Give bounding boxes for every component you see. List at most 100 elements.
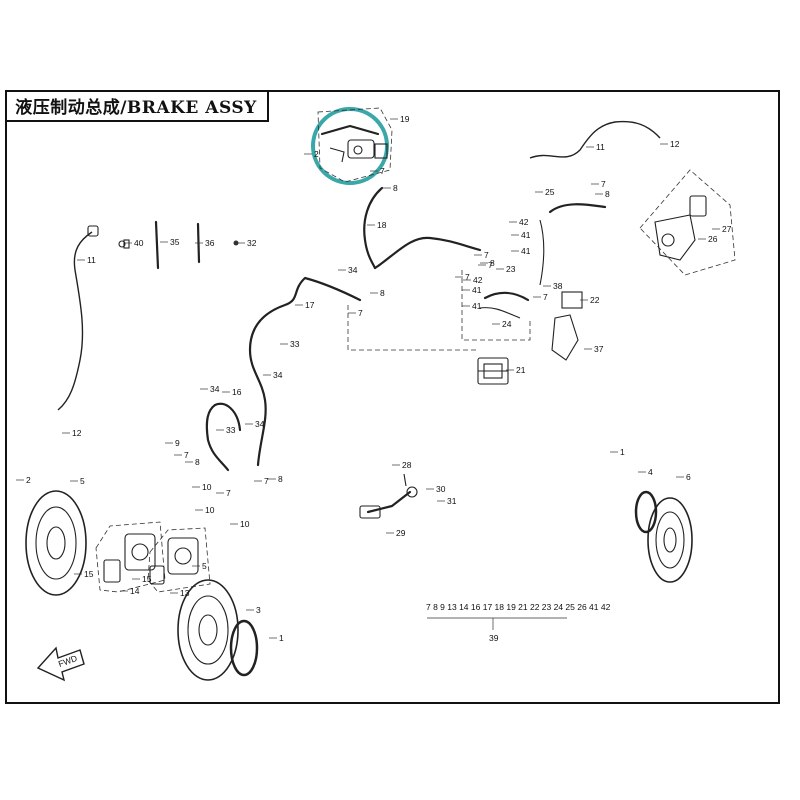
diagram-title: 液压制动总成/BRAKE ASSY bbox=[5, 90, 269, 122]
callout-7: 7 bbox=[264, 476, 269, 486]
callout-7: 7 bbox=[543, 292, 548, 302]
callout-30: 30 bbox=[436, 484, 446, 494]
callout-34: 34 bbox=[273, 370, 283, 380]
front-caliper-left[interactable] bbox=[95, 521, 166, 593]
callout-10: 10 bbox=[240, 519, 250, 529]
callout-7: 7 bbox=[358, 308, 363, 318]
callout-8: 8 bbox=[490, 258, 495, 268]
callout-41: 41 bbox=[521, 230, 531, 240]
callout-33: 33 bbox=[226, 425, 236, 435]
callout-7: 7 bbox=[601, 179, 606, 189]
kit-total-label: 39 bbox=[489, 633, 499, 643]
callout-31: 31 bbox=[447, 496, 457, 506]
callout-42: 42 bbox=[519, 217, 529, 227]
front-caliper-right[interactable] bbox=[147, 527, 211, 593]
abs-bracket[interactable] bbox=[551, 291, 583, 361]
callout-9: 9 bbox=[175, 438, 180, 448]
callout-7: 7 bbox=[465, 272, 470, 282]
brake-hose-18[interactable] bbox=[363, 186, 384, 270]
callout-23: 23 bbox=[506, 264, 516, 274]
callout-5: 5 bbox=[202, 561, 207, 571]
kit-bracket bbox=[427, 617, 567, 630]
callout-38: 38 bbox=[553, 281, 563, 291]
tone-ring-4[interactable] bbox=[634, 490, 658, 534]
callout-34: 34 bbox=[255, 419, 265, 429]
rear-caliper-assembly[interactable] bbox=[639, 169, 736, 276]
brake-hose-24[interactable] bbox=[479, 307, 521, 319]
callout-12: 12 bbox=[72, 428, 82, 438]
brake-hose-17[interactable] bbox=[248, 276, 362, 467]
callout-10: 10 bbox=[202, 482, 212, 492]
callout-4: 4 bbox=[648, 467, 653, 477]
front-master-cylinder[interactable] bbox=[317, 107, 393, 183]
abs-modulator[interactable] bbox=[477, 357, 509, 385]
brake-hose-23[interactable] bbox=[483, 291, 530, 302]
wheel-sensor-front[interactable] bbox=[87, 225, 99, 237]
callout-15: 15 bbox=[84, 569, 94, 579]
diagram-frame bbox=[5, 90, 780, 704]
callout-2: 2 bbox=[314, 149, 319, 159]
callout-8: 8 bbox=[605, 189, 610, 199]
callout-8: 8 bbox=[380, 288, 385, 298]
brake-line-upper[interactable] bbox=[373, 236, 482, 270]
callout-21: 21 bbox=[516, 365, 526, 375]
tone-ring-3[interactable] bbox=[229, 619, 259, 677]
front-disc-right[interactable] bbox=[177, 579, 239, 681]
callout-37: 37 bbox=[594, 344, 604, 354]
callout-26: 26 bbox=[708, 234, 718, 244]
callout-17: 17 bbox=[305, 300, 315, 310]
callout-32: 32 bbox=[247, 238, 257, 248]
callout-41: 41 bbox=[472, 301, 482, 311]
callout-19: 19 bbox=[400, 114, 410, 124]
direction-arrow: FWD bbox=[36, 646, 85, 682]
callout-34: 34 bbox=[210, 384, 220, 394]
brake-hose-16[interactable] bbox=[205, 403, 230, 472]
rear-line bbox=[539, 219, 545, 286]
rear-brake-hose-25[interactable] bbox=[548, 203, 607, 214]
sensor-wire-11-front[interactable] bbox=[57, 231, 93, 411]
callout-8: 8 bbox=[195, 457, 200, 467]
callout-11: 11 bbox=[596, 142, 605, 152]
callout-34: 34 bbox=[348, 265, 358, 275]
callout-7: 7 bbox=[380, 166, 385, 176]
callout-7: 7 bbox=[226, 488, 231, 498]
callout-6: 6 bbox=[686, 472, 691, 482]
rear-disc[interactable] bbox=[647, 497, 693, 583]
kit-items-label: 7 8 9 13 14 16 17 18 19 21 22 23 24 25 2… bbox=[426, 602, 611, 612]
callout-41: 41 bbox=[521, 246, 531, 256]
callout-3: 3 bbox=[256, 605, 261, 615]
callout-40: 40 bbox=[134, 238, 144, 248]
callout-1: 1 bbox=[620, 447, 625, 457]
callout-18: 18 bbox=[377, 220, 387, 230]
callout-1: 1 bbox=[279, 633, 284, 643]
callout-25: 25 bbox=[545, 187, 555, 197]
callout-8: 8 bbox=[393, 183, 398, 193]
callout-24: 24 bbox=[502, 319, 512, 329]
callout-12: 12 bbox=[670, 139, 680, 149]
callout-7: 7 bbox=[484, 250, 489, 260]
callout-8: 8 bbox=[278, 474, 283, 484]
sensor-wire-11-rear[interactable] bbox=[529, 120, 661, 159]
callout-35: 35 bbox=[170, 237, 180, 247]
connection-guide-b bbox=[461, 270, 531, 341]
front-disc-left[interactable] bbox=[25, 490, 87, 596]
callout-10: 10 bbox=[205, 505, 215, 515]
callout-28: 28 bbox=[402, 460, 412, 470]
brake-hose-16b bbox=[213, 402, 242, 432]
callout-27: 27 bbox=[722, 224, 732, 234]
callout-29: 29 bbox=[396, 528, 406, 538]
rear-brake-pedal[interactable] bbox=[359, 473, 418, 519]
callout-42: 42 bbox=[473, 275, 483, 285]
callout-36: 36 bbox=[205, 238, 215, 248]
callout-5: 5 bbox=[80, 476, 85, 486]
callout-22: 22 bbox=[590, 295, 600, 305]
callout-14: 14 bbox=[130, 586, 140, 596]
callout-15: 15 bbox=[142, 574, 152, 584]
callout-13: 13 bbox=[180, 588, 190, 598]
callout-33: 33 bbox=[290, 339, 300, 349]
callout-16: 16 bbox=[232, 387, 242, 397]
callout-7: 7 bbox=[488, 260, 493, 270]
connection-guide-a bbox=[347, 305, 478, 351]
callout-7: 7 bbox=[184, 450, 189, 460]
